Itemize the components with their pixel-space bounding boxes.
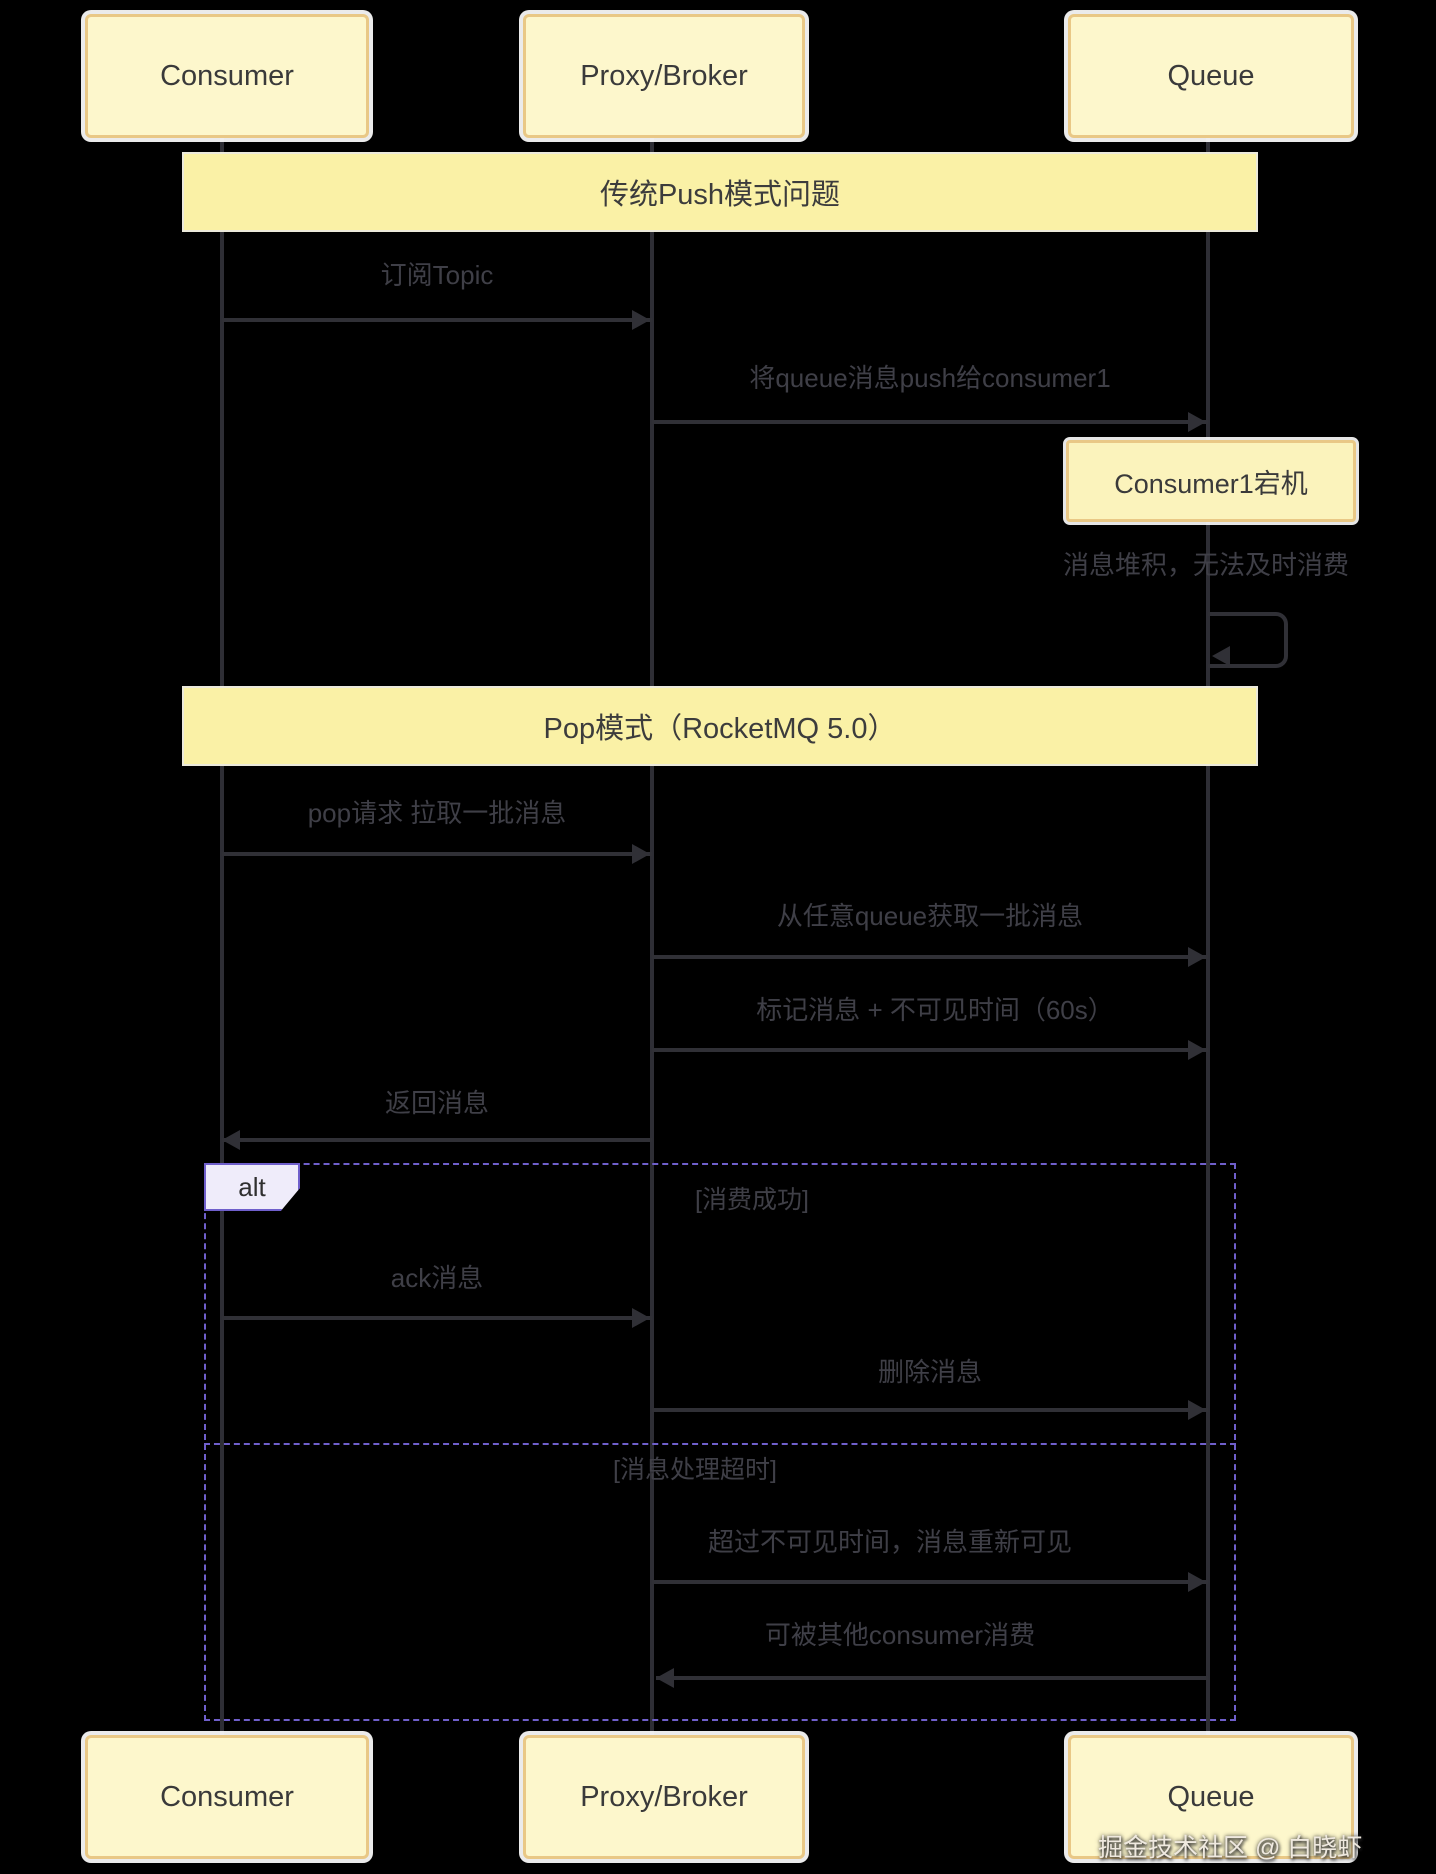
message-arrow-m11 <box>656 1676 1208 1680</box>
arrowhead-right-m4 <box>632 844 650 864</box>
actor-queue-top: Queue <box>1068 14 1354 138</box>
lifeline-queue <box>1206 132 1210 1735</box>
arrowhead-right-m1 <box>632 310 650 330</box>
message-arrow-m5 <box>652 955 1208 959</box>
message-label-delete-message: 删除消息 <box>877 1357 983 1387</box>
arrowhead-right-m2 <box>1188 412 1206 432</box>
message-arrow-m8 <box>222 1316 652 1320</box>
lifeline-proxy-broker <box>650 132 654 1735</box>
arrowhead-left-m11 <box>656 1668 674 1688</box>
arrowhead-right-m5 <box>1188 947 1206 967</box>
message-label-push-to-consumer: 将queue消息push给consumer1 <box>749 363 1111 393</box>
arrowhead-left-m3 <box>1212 646 1230 666</box>
message-label-visible-again: 超过不可见时间，消息重新可见 <box>707 1527 1073 1557</box>
message-arrow-m2 <box>652 420 1208 424</box>
message-label-invisible-time: 标记消息 + 不可见时间（60s） <box>756 995 1114 1025</box>
alt-keyword: alt <box>238 1171 266 1202</box>
alt-divider <box>204 1443 1236 1445</box>
actor-queue-bottom: Queue <box>1068 1735 1354 1859</box>
actor-proxy-broker-bottom-label: Proxy/Broker <box>580 1780 748 1813</box>
section-banner-pop-mode-title: Pop模式（RocketMQ 5.0） <box>543 713 897 745</box>
message-label-subscribe-topic: 订阅Topic <box>380 260 494 290</box>
arrowhead-right-m9 <box>1188 1400 1206 1420</box>
note-consumer1-down-text: Consumer1宕机 <box>1114 468 1308 499</box>
note-consumer1-down: Consumer1宕机 <box>1066 440 1356 522</box>
arrowhead-left-m7 <box>222 1130 240 1150</box>
message-label-reconsume: 可被其他consumer消费 <box>764 1620 1036 1650</box>
message-label-pop-request: pop请求 拉取一批消息 <box>307 798 567 828</box>
lifeline-consumer <box>220 132 224 1735</box>
actor-proxy-broker-top: Proxy/Broker <box>523 14 805 138</box>
actor-queue-top-label: Queue <box>1167 59 1255 92</box>
actor-queue-bottom-label: Queue <box>1167 1780 1255 1813</box>
arrowhead-right-m10 <box>1188 1572 1206 1592</box>
alt-label: alt <box>204 1163 300 1211</box>
actor-proxy-broker-top-label: Proxy/Broker <box>580 59 748 92</box>
actor-consumer-bottom-label: Consumer <box>160 1780 294 1813</box>
message-arrow-m6 <box>652 1048 1208 1052</box>
message-arrow-m4 <box>222 852 652 856</box>
self-loop-queue <box>1208 612 1288 668</box>
actor-consumer-top: Consumer <box>85 14 369 138</box>
arrowhead-right-m8 <box>632 1308 650 1328</box>
message-label-backlog: 消息堆积，无法及时消费 <box>1062 550 1350 580</box>
arrowhead-right-m6 <box>1188 1040 1206 1060</box>
alt-guard-success: [消费成功] <box>695 1186 809 1214</box>
actor-consumer-top-label: Consumer <box>160 59 294 92</box>
watermark: 掘金技术社区 @ 白晓虾 <box>1098 1834 1363 1862</box>
message-arrow-m7 <box>222 1138 652 1142</box>
section-banner-push-mode-title: 传统Push模式问题 <box>599 179 841 211</box>
section-banner-pop-mode: Pop模式（RocketMQ 5.0） <box>182 686 1258 766</box>
alt-frame <box>204 1163 1236 1721</box>
message-label-fetch-from-queue: 从任意queue获取一批消息 <box>776 901 1084 931</box>
message-label-ack: ack消息 <box>390 1263 484 1293</box>
message-arrow-m9 <box>652 1408 1208 1412</box>
section-banner-push-mode: 传统Push模式问题 <box>182 152 1258 232</box>
alt-guard-timeout: [消息处理超时] <box>613 1456 777 1484</box>
message-arrow-m10 <box>652 1580 1208 1584</box>
message-arrow-m1 <box>222 318 652 322</box>
actor-proxy-broker-bottom: Proxy/Broker <box>523 1735 805 1859</box>
actor-consumer-bottom: Consumer <box>85 1735 369 1859</box>
message-label-return-messages: 返回消息 <box>384 1088 490 1118</box>
